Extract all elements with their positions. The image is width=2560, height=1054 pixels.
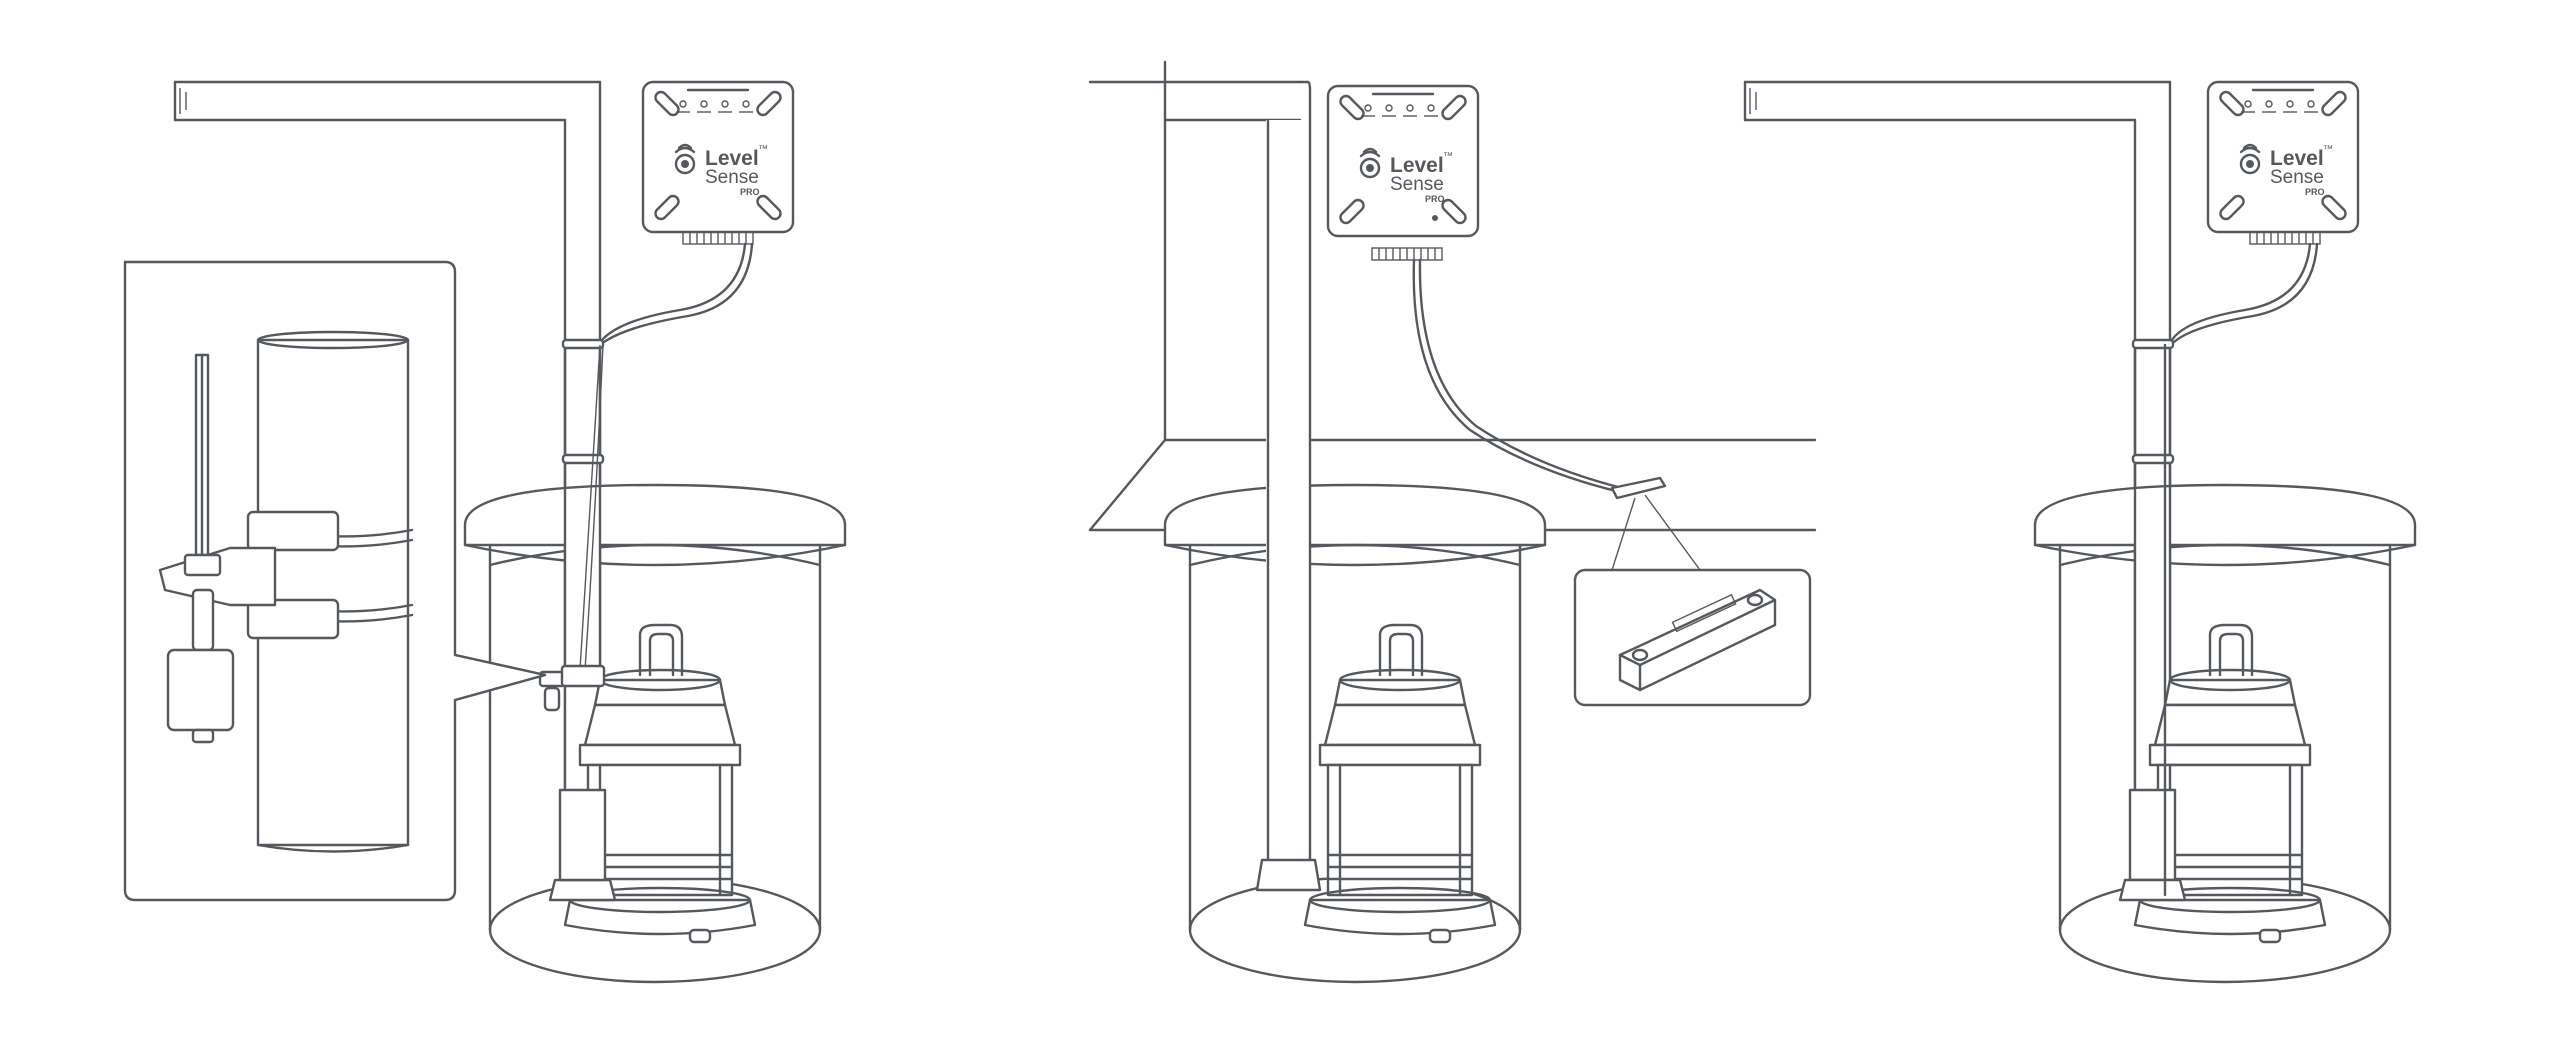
- monitor-brand-1: Level: [705, 147, 759, 170]
- monitor-tm-2: ™: [1443, 151, 1453, 162]
- monitor-tag-2: PRO: [1425, 194, 1445, 204]
- monitor-tag-3: PRO: [2305, 187, 2325, 197]
- monitor-brand-2: Level: [1390, 154, 1444, 177]
- monitor-tag-1: PRO: [740, 187, 760, 197]
- monitor-brand-2b: Sense: [1390, 174, 1444, 195]
- monitor-tm-1: ™: [758, 144, 768, 155]
- panel-floor-sensor-install: Level Sense PRO ™: [1088, 60, 1817, 984]
- panel-pipe-mounted-install: Level Sense PRO ™: [1743, 80, 2417, 984]
- panel-pipe-float-install: Level Sense PRO ™: [123, 80, 847, 984]
- monitor-brand-1b: Sense: [705, 167, 759, 188]
- monitor-brand-3: Level: [2270, 147, 2324, 170]
- monitor-brand-3b: Sense: [2270, 167, 2324, 188]
- monitor-tm-3: ™: [2323, 144, 2333, 155]
